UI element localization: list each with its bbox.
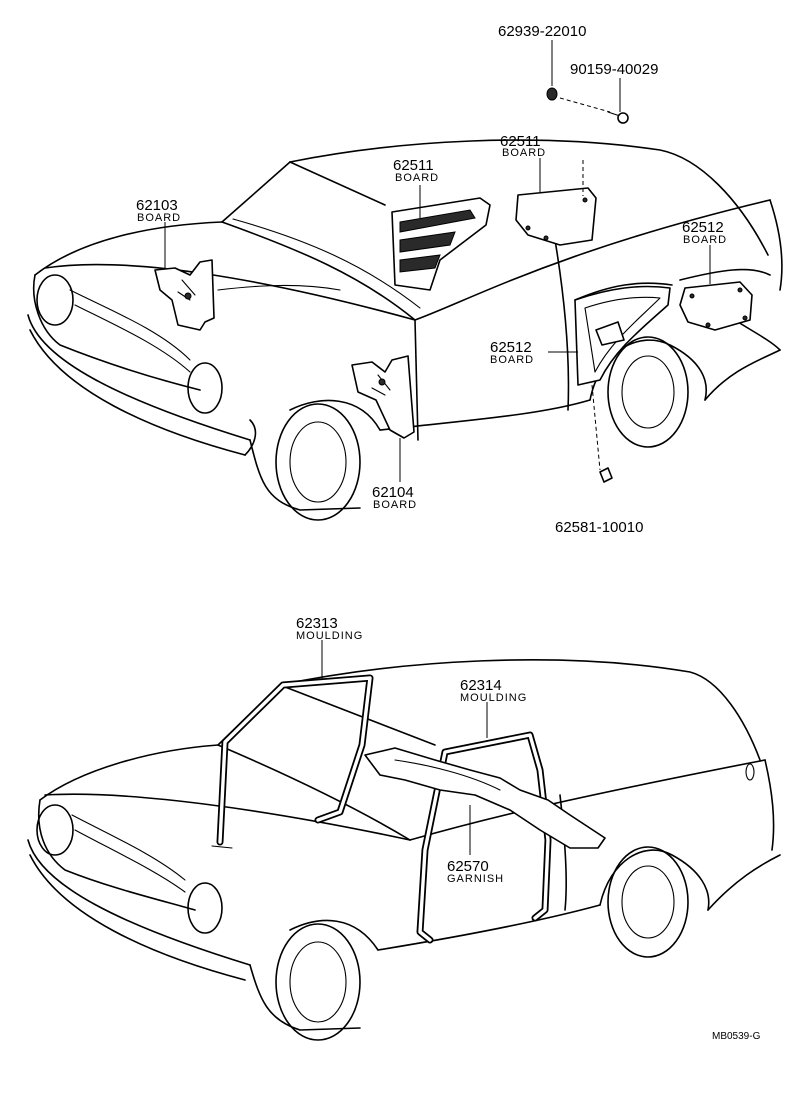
label-62104-name: BOARD	[373, 499, 417, 511]
label-62570-name: GARNISH	[447, 873, 504, 885]
label-62512-door-name: BOARD	[490, 354, 534, 366]
lower-leader-lines	[321, 640, 488, 855]
screw-90159-40029	[607, 111, 629, 124]
upper-leader-lines	[164, 40, 711, 482]
label-62314-name: MOULDING	[460, 692, 527, 704]
upper-car-outline	[27, 139, 783, 521]
clip-62939-22010	[546, 87, 558, 101]
clip-62581-10010	[599, 467, 613, 483]
label-90159-40029: 90159-40029	[570, 61, 658, 78]
label-62512-door-number: 62512	[490, 339, 532, 356]
part-62103-board	[154, 259, 215, 331]
part-62512-quarter-board	[679, 281, 753, 331]
lower-car-outline	[27, 659, 781, 1041]
label-62103-number: 62103	[136, 197, 178, 214]
part-62512-door-board	[574, 285, 671, 386]
label-62511-front-number: 62511	[393, 157, 434, 174]
label-62313-name: MOULDING	[296, 630, 363, 642]
label-62581-10010: 62581-10010	[555, 519, 643, 536]
label-62104-number: 62104	[372, 484, 414, 501]
label-62939-22010: 62939-22010	[498, 23, 586, 40]
part-62511-rear-board	[515, 187, 597, 246]
label-62313-number: 62313	[296, 615, 338, 632]
part-62570-garnish	[364, 747, 606, 849]
label-62314-number: 62314	[460, 677, 502, 694]
label-62511-front-name: BOARD	[395, 172, 439, 184]
label-62512-quarter-name: BOARD	[683, 234, 727, 246]
drawing-reference-code: MB0539-G	[712, 1031, 761, 1042]
label-62511-rear-name: BOARD	[502, 147, 546, 159]
part-62511-front-board	[391, 197, 491, 291]
part-62104-board	[351, 355, 415, 439]
label-62512-quarter-number: 62512	[682, 219, 724, 236]
label-62511-rear-number: 62511	[500, 133, 541, 150]
part-62313-moulding	[211, 674, 374, 849]
label-62103-name: BOARD	[137, 212, 181, 224]
label-62570-number: 62570	[447, 858, 489, 875]
part-62314-moulding	[416, 731, 552, 944]
